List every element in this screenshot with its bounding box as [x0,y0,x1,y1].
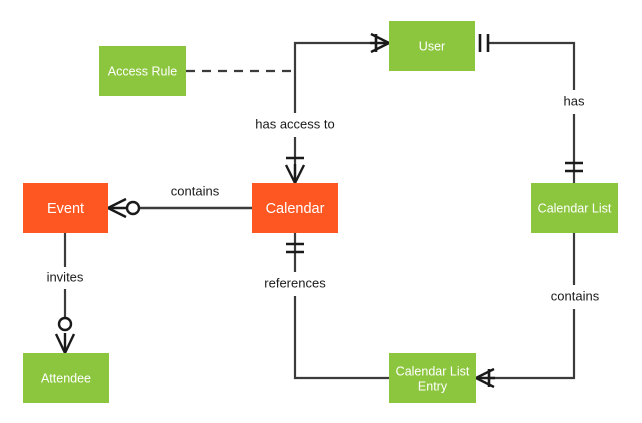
entity-user-rect[interactable] [389,21,475,71]
cardinality-event-zero-or-many [107,197,141,219]
entity-calendar-list[interactable]: Calendar List [531,183,618,233]
edge-user-has-upper [488,41,576,90]
entity-calendar-list-entry[interactable]: Calendar List Entry [389,353,476,403]
entity-user-label: User [419,39,445,53]
rel-label-invites: invites [47,269,84,284]
edge-user-has-access-to-upper [293,41,370,113]
edge-calendar-list-contains-lower [489,309,576,380]
cardinality-attendee-zero-or-many [54,316,76,354]
cardinality-calendar-list-exactly-one-top [565,161,583,173]
entity-event[interactable]: Event [23,183,108,233]
rel-label-contains-event-calendar: contains [171,183,220,198]
entity-calendar-list-entry-label-line2: Entry [418,379,448,393]
entity-access-rule[interactable]: Access Rule [99,46,186,96]
entity-calendar-list-label: Calendar List [538,201,612,215]
entity-user[interactable]: User [389,21,475,71]
entity-calendar-list-entry-label-line1: Calendar List [396,364,470,378]
rel-label-has: has [564,93,585,108]
entity-calendar-label: Calendar [266,201,325,217]
cardinality-cle-one-or-many [475,367,495,389]
entity-calendar-list-rect[interactable] [531,183,618,233]
entity-event-label: Event [47,201,84,217]
rel-label-has-access-to: has access to [255,116,335,131]
edge-calendar-references-lower [293,296,389,380]
entity-event-rect[interactable] [23,183,108,233]
cardinality-calendar-one-or-many-top [284,156,306,184]
cardinality-user-one-or-many [370,32,390,54]
entity-calendar-rect[interactable] [252,183,338,233]
entity-attendee-rect[interactable] [23,353,109,403]
rel-label-contains-list-entry: contains [551,288,600,303]
entity-attendee[interactable]: Attendee [23,353,109,403]
entity-calendar[interactable]: Calendar [252,183,338,233]
entity-calendar-list-entry-rect[interactable] [389,353,476,403]
cardinality-calendar-exactly-one-bottom [286,242,304,254]
cardinality-user-exactly-one [478,34,490,52]
entity-access-rule-label: Access Rule [108,64,178,78]
entity-attendee-label: Attendee [41,371,91,385]
entity-access-rule-rect[interactable] [99,46,186,96]
rel-label-references: references [264,275,326,290]
